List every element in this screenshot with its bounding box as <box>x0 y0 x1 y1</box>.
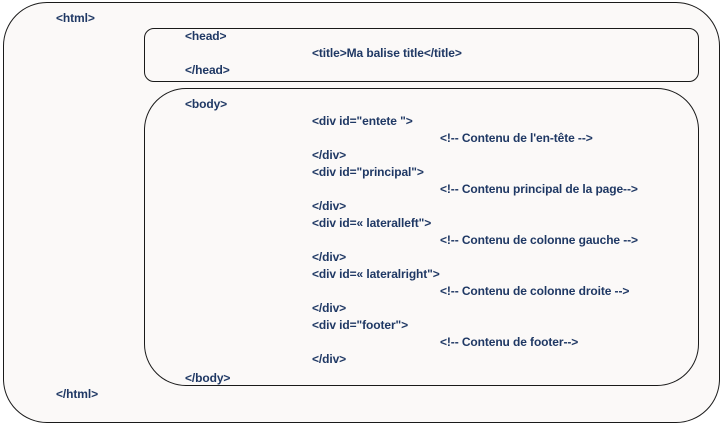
html-open-tag: <html> <box>56 11 95 25</box>
div-lateralright-close: </div> <box>312 301 347 315</box>
div-lateralleft-open: <div id=« lateralleft"> <box>312 216 432 230</box>
div-footer-open: <div id="footer"> <box>312 318 409 332</box>
body-open-tag: <body> <box>185 97 228 111</box>
entete-comment: <!-- Contenu de l'en-tête --> <box>440 131 593 145</box>
html-close-tag: </html> <box>56 387 98 401</box>
head-open-tag: <head> <box>185 29 227 43</box>
head-element-box <box>144 28 699 82</box>
head-close-tag: </head> <box>185 63 230 77</box>
div-lateralright-open: <div id=« lateralright"> <box>312 267 440 281</box>
lateralright-comment: <!-- Contenu de colonne droite --> <box>440 284 630 298</box>
div-principal-close: </div> <box>312 199 347 213</box>
div-entete-open: <div id="entete "> <box>312 114 413 128</box>
title-tag: <title>Ma balise title</title> <box>312 46 462 60</box>
footer-comment: <!-- Contenu de footer--> <box>440 335 579 349</box>
div-entete-close: </div> <box>312 148 347 162</box>
principal-comment: <!-- Contenu principal de la page--> <box>440 182 638 196</box>
body-element-box <box>144 88 699 386</box>
div-principal-open: <div id="principal"> <box>312 165 424 179</box>
div-lateralleft-close: </div> <box>312 250 347 264</box>
lateralleft-comment: <!-- Contenu de colonne gauche --> <box>440 233 638 247</box>
body-close-tag: </body> <box>185 371 231 385</box>
div-footer-close: </div> <box>312 352 347 366</box>
